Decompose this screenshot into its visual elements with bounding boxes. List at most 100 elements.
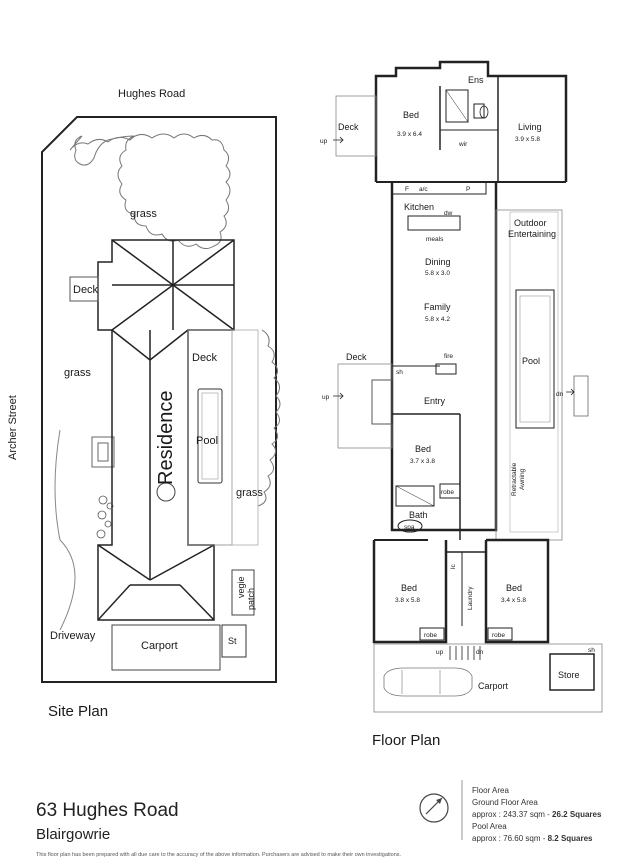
floor-plan [333, 60, 603, 713]
up-arrow-top [333, 136, 344, 144]
bed4-wall [484, 538, 550, 644]
tree-line-right [257, 329, 281, 507]
deck-top-label: Deck [338, 122, 359, 132]
ac-label: a/c [419, 186, 428, 193]
ens-label: Ens [468, 75, 484, 85]
pool-area-value: approx : 76.60 sqm - [472, 834, 548, 843]
living-dim: 3.9 x 5.8 [515, 136, 540, 143]
deck-left-label: Deck [73, 284, 99, 296]
p-label: P [466, 186, 470, 193]
up-mid-label: up [322, 394, 330, 401]
deck-right-label: Deck [192, 352, 218, 364]
ground-floor-value: approx : 243.37 sqm - [472, 810, 553, 819]
up-bot-label: up [436, 649, 444, 656]
fp-carport-label: Carport [478, 681, 509, 691]
site-carport [111, 624, 221, 671]
fire-label: fire [444, 353, 453, 360]
meals-label: meals [426, 236, 444, 243]
robe3-label: robe [424, 632, 437, 639]
laundry-label: Laundry [467, 586, 474, 610]
deck-top [335, 95, 377, 157]
spa-label: spa [404, 524, 415, 531]
lc-label: lc [450, 564, 457, 569]
pool-area-squares: 8.2 Squares [547, 834, 593, 843]
dn-pool-label: dn [556, 391, 564, 398]
suburb: Blairgowrie [36, 826, 111, 843]
compass-icon [419, 793, 449, 823]
bath-label: Bath [409, 510, 428, 520]
site-pool [197, 388, 223, 484]
road-label: Hughes Road [118, 88, 185, 100]
bed4-label: Bed [506, 583, 522, 593]
ground-floor-squares: 26.2 Squares [552, 810, 602, 819]
dn-bot-label: dn [476, 649, 484, 656]
pool-steps [573, 375, 589, 417]
ground-floor-label: Ground Floor Area [472, 798, 538, 807]
dining-dim: 5.8 x 3.0 [425, 270, 450, 277]
car-icon [383, 667, 473, 697]
dining-label: Dining [425, 257, 451, 267]
bed1-dim: 3.9 x 6.4 [397, 131, 422, 138]
bed3-wall [372, 540, 448, 644]
deck-mid-label: Deck [346, 352, 367, 362]
street-label: Archer Street [7, 395, 19, 460]
garden-path [54, 429, 76, 631]
fireplace [435, 363, 457, 375]
sh2-label: sh [588, 647, 595, 654]
kitchen-island [407, 215, 461, 231]
driveway-label: Driveway [50, 630, 96, 642]
family-label: Family [424, 302, 451, 312]
ensuite-shower [445, 89, 469, 123]
site-plan: Hughes Road Archer Street grass grass gr… [7, 88, 281, 720]
fp-store-label: Store [558, 670, 580, 680]
dn-arrow-pool [566, 388, 575, 396]
spa-bath [397, 519, 423, 533]
site-plan-title: Site Plan [48, 703, 108, 720]
grass-top-label: grass [130, 208, 157, 220]
grass-left-label: grass [64, 367, 91, 379]
bed1-label: Bed [403, 110, 419, 120]
bed2-label: Bed [415, 444, 431, 454]
up-arrow-mid [333, 392, 344, 400]
family-dim: 5.8 x 4.2 [425, 316, 450, 323]
carport-outline [373, 643, 603, 713]
bed3-dim: 3.8 x 5.8 [395, 597, 420, 604]
site-store-label: St [228, 636, 237, 646]
bed3-label: Bed [401, 583, 417, 593]
disclaimer: This floor plan has been prepared with a… [36, 852, 402, 858]
fp-pool-label: Pool [522, 356, 540, 366]
wir-label: wir [458, 141, 468, 148]
entry-label: Entry [424, 396, 446, 406]
dw-label: dw [444, 210, 453, 217]
shrubs [96, 495, 114, 539]
site-store [221, 624, 247, 658]
patch-label: patch [246, 588, 256, 610]
up-top-label: up [320, 138, 328, 145]
deck-mid [337, 363, 393, 449]
tree-line [69, 133, 231, 250]
sh-label: sh [396, 369, 403, 376]
bed4-dim: 3.4 x 5.8 [501, 597, 526, 604]
awning-label-1: Retractable [511, 462, 518, 496]
site-pool-label: Pool [196, 435, 218, 447]
kitchen-label: Kitchen [404, 202, 434, 212]
pool-area-label: Pool Area [472, 822, 507, 831]
outdoor-area [495, 209, 563, 541]
pool-area: approx : 76.60 sqm - 8.2 Squares [472, 834, 593, 843]
top-wing-wall [374, 60, 568, 182]
awning-label-2: Awning [519, 468, 526, 490]
outdoor-label-2: Entertaining [508, 229, 556, 239]
site-circle [156, 482, 176, 502]
fp-pool [515, 289, 555, 429]
site-boundary [41, 116, 277, 683]
store-room [549, 653, 595, 691]
living-label: Living [518, 122, 542, 132]
robe4-label: robe [492, 632, 505, 639]
floor-area-title: Floor Area [472, 786, 509, 795]
outdoor-label-1: Outdoor [514, 218, 547, 228]
residence-label: Residence [155, 390, 177, 485]
grass-right-label: grass [236, 487, 263, 499]
ground-floor-area: approx : 243.37 sqm - 26.2 Squares [472, 810, 601, 819]
floor-plan-title: Floor Plan [372, 732, 440, 749]
